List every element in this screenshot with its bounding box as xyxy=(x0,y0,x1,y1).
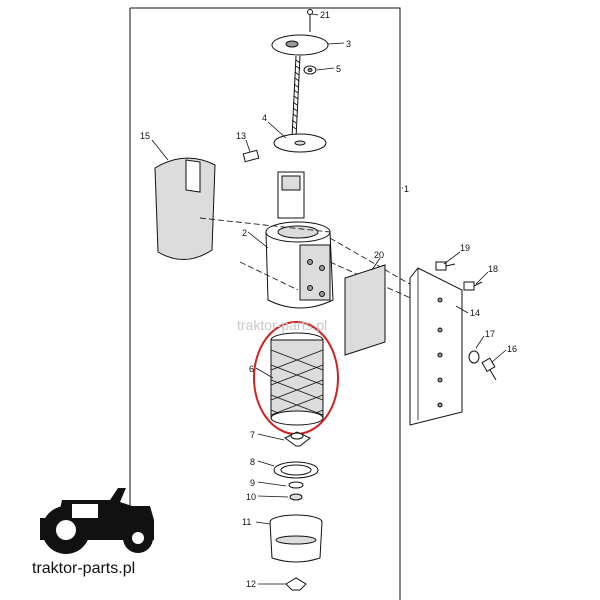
part-8-seal-ring[interactable] xyxy=(273,461,319,479)
part-15-filter-wrap[interactable] xyxy=(154,157,216,260)
callout-13: 13 xyxy=(236,131,246,141)
part-6-filter-element[interactable] xyxy=(270,332,324,426)
callout-18: 18 xyxy=(488,264,498,274)
callout-17: 17 xyxy=(485,329,495,339)
part-19-bolt[interactable] xyxy=(435,261,456,271)
part-long-tie-rod[interactable] xyxy=(291,55,301,139)
part-17-washer[interactable] xyxy=(468,350,480,364)
logo-text[interactable]: traktor-parts.pl xyxy=(32,560,136,577)
part-18-bolt[interactable] xyxy=(463,281,483,291)
part-20-gasket-plate[interactable] xyxy=(344,264,386,356)
callout-4: 4 xyxy=(262,113,267,123)
callout-12: 12 xyxy=(246,579,256,589)
part-10-nut[interactable] xyxy=(289,493,303,501)
watermark-text: traktor-parts.pl xyxy=(237,317,327,333)
callout-16: 16 xyxy=(507,344,517,354)
part-12-drain-nut[interactable] xyxy=(285,577,307,591)
callout-10: 10 xyxy=(246,492,256,502)
callout-3: 3 xyxy=(346,39,351,49)
callout-1: 1 xyxy=(404,184,409,194)
callout-19: 19 xyxy=(460,243,470,253)
callout-21: 21 xyxy=(320,10,330,20)
part-3-bracket-plate[interactable] xyxy=(271,34,329,56)
part-13-clip[interactable] xyxy=(242,149,260,163)
part-4-gasket[interactable] xyxy=(273,133,327,153)
assembly-frame xyxy=(129,7,401,600)
tractor-icon xyxy=(40,488,154,554)
callout-14: 14 xyxy=(470,308,480,318)
part-9-washer[interactable] xyxy=(288,481,304,489)
callout-15: 15 xyxy=(140,131,150,141)
part-14-mounting-bracket[interactable] xyxy=(409,267,463,426)
part-11-bowl[interactable] xyxy=(269,514,323,563)
part-16-bolt[interactable] xyxy=(481,357,497,381)
part-21-screw[interactable] xyxy=(307,9,313,33)
callout-5: 5 xyxy=(336,64,341,74)
part-2-housing[interactable] xyxy=(265,171,334,309)
callout-11: 11 xyxy=(242,517,251,527)
callout-7: 7 xyxy=(250,430,255,440)
callout-2: 2 xyxy=(242,228,247,238)
leader-lines xyxy=(151,13,507,585)
part-5-washer[interactable] xyxy=(303,65,317,75)
callout-8: 8 xyxy=(250,457,255,467)
callout-20: 20 xyxy=(374,250,384,260)
part-7-wing-nut[interactable] xyxy=(284,431,311,447)
callout-6: 6 xyxy=(249,364,254,374)
callout-9: 9 xyxy=(250,478,255,488)
